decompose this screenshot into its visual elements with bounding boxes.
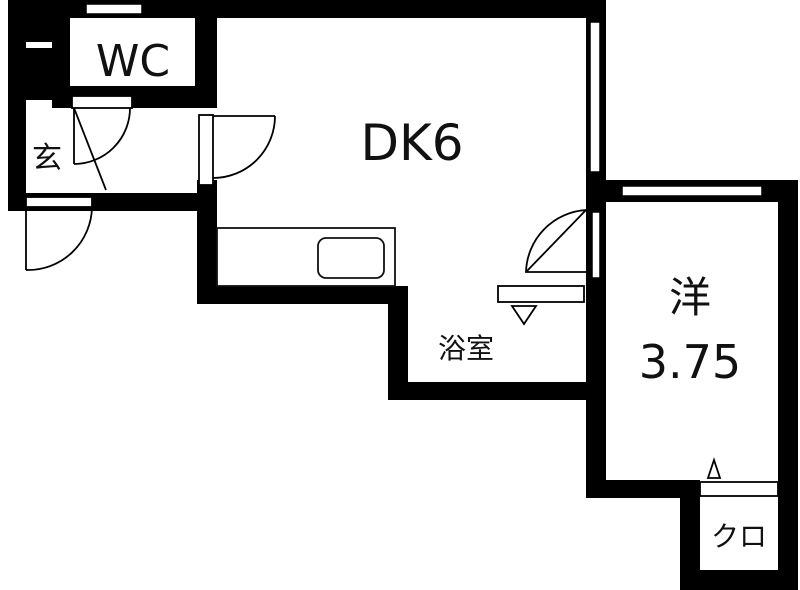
closet-door-frame [699,481,779,497]
wall-bath-bottom [388,382,602,400]
entrance-label: 玄 [32,141,62,176]
closet-label: クロ [711,520,767,553]
opening-partition [591,211,601,279]
dk-door-frame [198,114,214,186]
dk-door-swing [212,115,276,179]
floor-wc [70,18,195,86]
western-door-swing [525,209,587,273]
window-western-top [621,185,763,197]
floor-dk [217,18,586,286]
wall-closet-bottom [680,570,798,590]
wall-western-left [586,280,606,498]
bath-door-frame [497,285,585,303]
wall-closet-left [680,480,700,590]
wall-bath-left [388,286,408,398]
wall-dk-left [197,180,217,302]
western-label-size: 3.75 [639,335,741,389]
gap-left-1 [26,42,52,48]
window-wc [85,3,143,15]
kitchen [216,227,396,287]
bath-label: 浴室 [438,332,494,365]
windows [85,3,763,279]
wall-wc-left [52,18,70,108]
entrance-door-frame [25,196,93,208]
western-label-kanji: 洋 [669,273,711,322]
dk-label: DK6 [360,114,463,172]
wc-label: WC [96,36,170,87]
window-dk-right [589,21,601,173]
entrance-diagonal [73,107,107,191]
entrance-door-swing [25,206,93,271]
wall-western-bottom [586,480,696,498]
bath-door-arrow [510,305,538,326]
wc-door-swing [73,107,131,165]
floor-closet [700,498,778,570]
wall-wc-right [195,0,217,108]
floor-bath [408,304,586,382]
kitchen-counter [216,227,396,287]
wall-dk-bottom [197,286,397,304]
wall-top [8,0,606,18]
room-floors [26,18,778,570]
wall-western-right [778,180,798,590]
floor-western [606,202,778,480]
closet-door-arrow [706,457,722,479]
wc-door-frame [71,95,133,109]
kitchen-sink [317,237,385,279]
doors [25,95,779,497]
